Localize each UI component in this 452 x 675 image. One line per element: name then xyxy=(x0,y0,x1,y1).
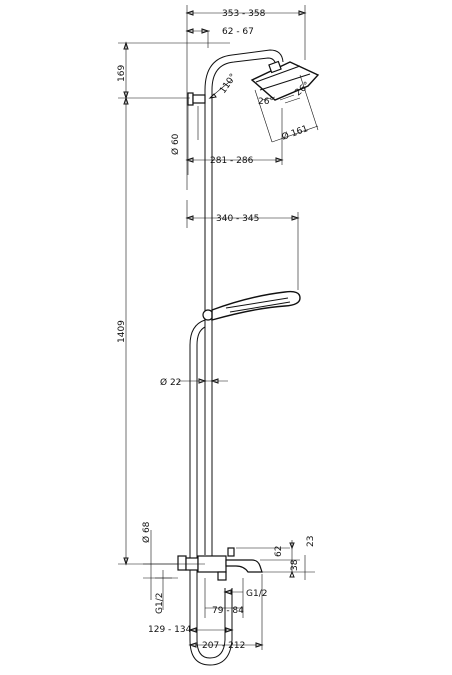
label-head-diameter: Ø 161 xyxy=(280,123,309,143)
label-dim-62: 62 xyxy=(274,546,284,557)
hand-shower xyxy=(202,290,301,321)
label-head-center: 281 - 286 xyxy=(210,156,254,166)
dimension-lines xyxy=(118,5,319,650)
label-spout-offset: 129 - 134 xyxy=(148,625,192,635)
label-spout-reach: 207 - 212 xyxy=(202,641,245,651)
label-arm-height: 169 xyxy=(117,65,127,82)
label-dim-23: 23 xyxy=(306,536,316,547)
label-spout-depth: 79 - 84 xyxy=(212,606,244,616)
label-thread-right: G1/2 xyxy=(246,589,267,599)
label-handshower-reach: 340 - 345 xyxy=(216,214,259,224)
label-arm-angle: 110° xyxy=(218,72,239,96)
dimension-labels: 353 - 358 62 - 67 169 110° 26° 26° Ø 161… xyxy=(117,9,316,651)
label-head-reach: 353 - 358 xyxy=(222,9,266,19)
label-rose-diameter: Ø 60 xyxy=(170,133,181,155)
label-dim-38: 38 xyxy=(290,559,300,571)
label-thread-left: G1/2 xyxy=(155,593,165,614)
label-bottom-diameter: Ø 68 xyxy=(141,521,152,543)
label-tilt-angle-a: 26° xyxy=(258,97,274,107)
shower-column xyxy=(177,49,320,666)
label-rail-diameter: Ø 22 xyxy=(160,377,181,388)
label-arm-offset: 62 - 67 xyxy=(222,27,254,37)
thermostat-mixer xyxy=(177,547,263,581)
label-total-height: 1409 xyxy=(117,320,127,343)
overhead-shower xyxy=(250,60,320,101)
